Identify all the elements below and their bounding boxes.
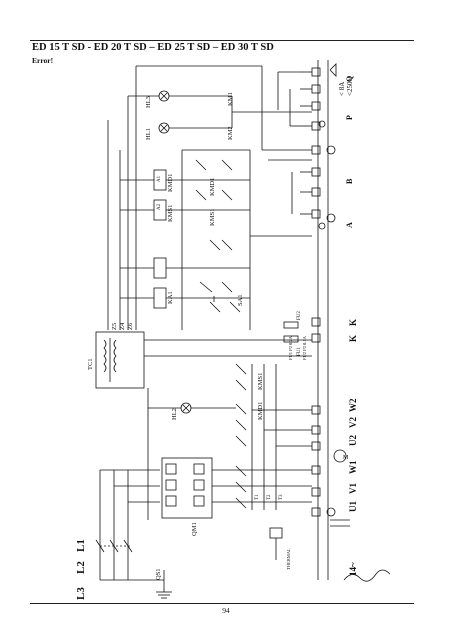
power-circuit <box>95 363 391 599</box>
label-km1: KM1 <box>227 92 234 106</box>
note-z5: Z5 <box>111 323 118 330</box>
label-u2: U2 <box>348 435 358 446</box>
label-v1: V1 <box>348 483 358 494</box>
label-hl3: HL3 <box>145 96 152 108</box>
label-kmd1-power: KMD1 <box>257 402 264 420</box>
schematic-labels: L3 L2 L1 U1 V1 W1 U2 V2 W2 K K A B P Q <… <box>75 76 358 600</box>
note-a1: A1 <box>157 175 162 182</box>
label-l3: L3 <box>75 587 87 600</box>
label-ka1: KA1 <box>167 291 174 304</box>
label-u1: U1 <box>348 501 358 512</box>
label-kms1-contact: KMS1 <box>209 209 216 226</box>
rating-current: < 8A <box>338 82 346 96</box>
label-k-2: K <box>348 319 358 326</box>
label-kmd1-coil: KMD1 <box>167 174 174 192</box>
label-qm1: QM1 <box>191 522 198 536</box>
label-group-p: P <box>345 115 354 120</box>
rating-voltage: <250V <box>346 76 354 96</box>
page-subtitle: Error! <box>32 56 54 65</box>
label-hl2: HL2 <box>171 408 178 420</box>
label-kms1-power: KMS1 <box>257 373 264 390</box>
header-rule <box>30 40 414 41</box>
footer-rule <box>30 603 414 604</box>
terminal-strip <box>311 60 336 580</box>
label-kms1-coil: KMS1 <box>167 205 174 222</box>
label-hl1: HL1 <box>145 128 152 140</box>
label-w1: W1 <box>348 460 358 474</box>
label-km2: KM2 <box>227 126 234 140</box>
note-14: 14~ <box>348 562 358 576</box>
control-circuit <box>107 65 312 330</box>
right-sensors <box>268 63 337 230</box>
label-group-b: B <box>345 178 354 184</box>
page-number: 94 <box>222 606 230 615</box>
page-title: ED 15 T SD - ED 20 T SD – ED 25 T SD – E… <box>32 42 274 53</box>
label-l2: L2 <box>75 561 87 574</box>
note-fu2-rating: FU2 P2 0.1A <box>302 335 307 360</box>
label-k-1: K <box>348 335 358 342</box>
note-t2: T2 <box>267 494 272 500</box>
note-thermal: THERMAL <box>286 548 291 570</box>
label-l1: L1 <box>75 539 87 552</box>
transformer-tc1 <box>95 321 312 389</box>
label-kmd1-contact: KMD1 <box>209 178 216 196</box>
label-v2: V2 <box>348 417 358 428</box>
label-motor: M <box>343 455 349 461</box>
label-qs1: QS1 <box>155 568 162 580</box>
note-a2: A2 <box>157 203 162 210</box>
note-t1: T1 <box>255 494 260 500</box>
label-sa1: SA1 <box>237 294 244 306</box>
label-tc1: TC1 <box>87 358 94 370</box>
label-fu1: FU1 <box>297 347 302 356</box>
label-fu2: FU2 <box>297 311 302 320</box>
note-t3: T3 <box>279 494 284 500</box>
note-z4: Z4 <box>119 322 126 330</box>
label-group-q: Q <box>345 76 354 82</box>
label-w2: W2 <box>348 398 358 412</box>
label-group-a: A <box>345 222 354 228</box>
note-fu1-rating: FU1 P2 0.2A <box>288 335 293 360</box>
note-z6: Z6 <box>127 322 134 330</box>
